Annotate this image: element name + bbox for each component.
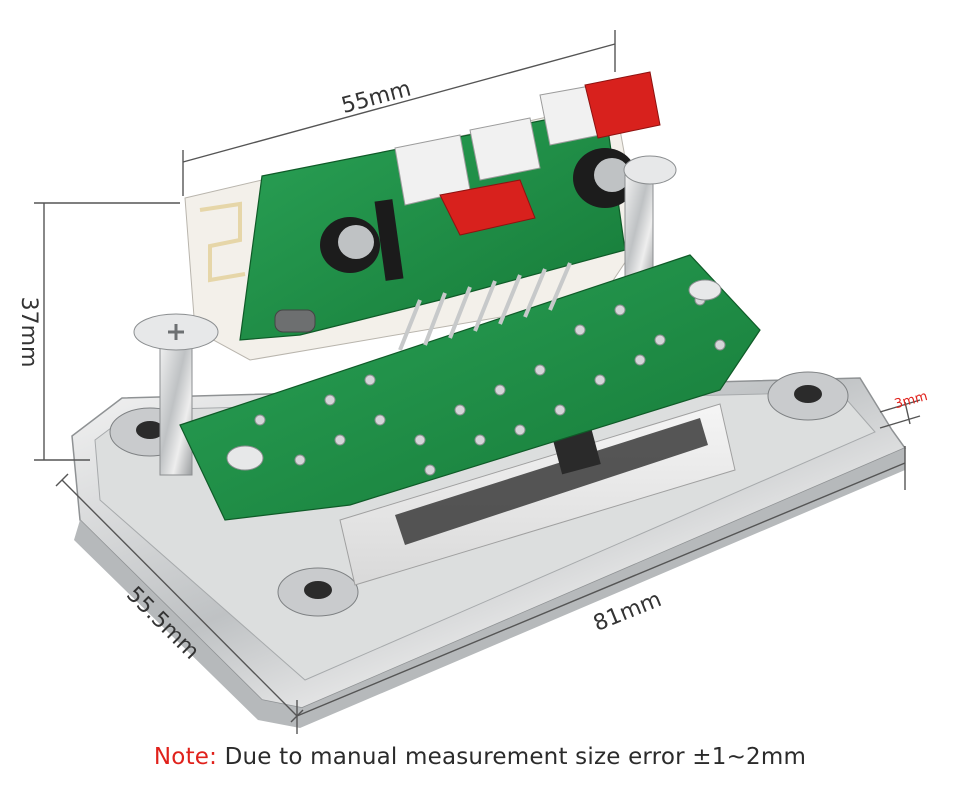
front-pcb-screw-left xyxy=(226,445,264,471)
dimension-lines xyxy=(34,30,921,734)
dimension-top-width-label: 55mm xyxy=(339,76,414,118)
dimension-thickness-label: 3mm xyxy=(893,389,929,412)
note-text: Due to manual measurement size error ±1~… xyxy=(217,744,807,770)
standoff-right xyxy=(623,155,677,286)
front-pcb-screw xyxy=(688,279,722,301)
connector-white-mid xyxy=(469,117,541,181)
solder-points xyxy=(254,294,726,476)
note-label: Note: xyxy=(153,744,218,770)
mounting-boss-front xyxy=(277,567,359,617)
capacitor-right xyxy=(573,148,637,208)
front-pcb xyxy=(179,254,761,521)
capacitor-left xyxy=(320,217,380,273)
measurement-note: Note: Due to manual measurement size err… xyxy=(0,744,960,770)
dimension-height-label: 37mm xyxy=(16,297,41,368)
connector-red-right xyxy=(584,71,661,139)
connector-red-left xyxy=(439,179,536,236)
standoff-left xyxy=(133,313,219,476)
mounting-boss-right xyxy=(767,371,849,421)
